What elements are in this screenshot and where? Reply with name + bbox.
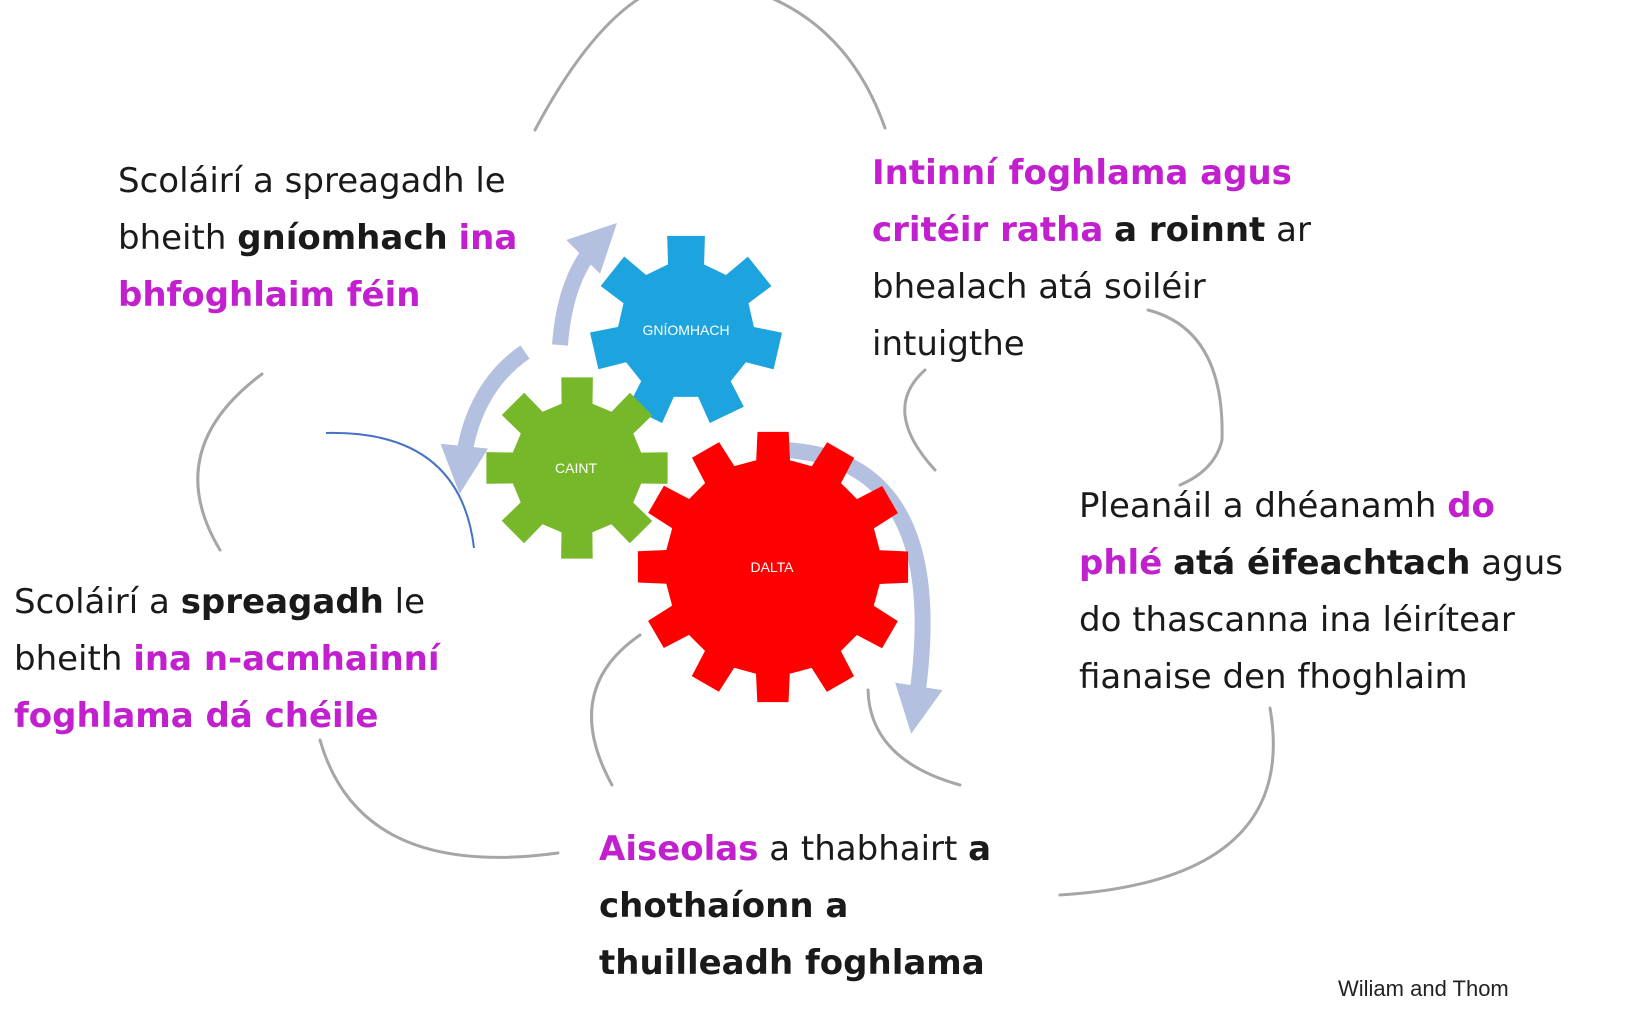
citation-credit: Wiliam and Thom — [1338, 976, 1509, 1001]
gear-gniomhach — [590, 235, 782, 423]
top-right-bold: a roinnt — [1114, 210, 1266, 250]
right-line-4: fianaise den fhoghlaim — [1079, 657, 1468, 697]
left-line-3: foghlama dá chéile — [14, 696, 379, 736]
left-bold: spreagadh — [180, 582, 384, 622]
top-right-line-2: critéir ratha a roinnt ar — [872, 202, 1311, 259]
text-block-right: Pleanáil a dhéanamh do phlé atá éifeacht… — [1079, 478, 1563, 706]
top-left-bold: gníomhach — [237, 218, 448, 258]
cloud-arc-inner-right — [903, 368, 937, 472]
top-left-text: bheith — [118, 218, 238, 258]
top-left-magenta: ina — [458, 218, 518, 258]
cloud-arc-right-bottom — [1058, 706, 1275, 897]
right-magenta-1: do — [1447, 486, 1495, 526]
bottom-magenta: Aiseolas — [599, 829, 759, 869]
left-line-1: Scoláirí a spreagadh le — [14, 574, 440, 631]
right-line-1: Pleanáil a dhéanamh do — [1079, 478, 1563, 535]
right-bold: atá éifeachtach — [1173, 543, 1471, 583]
text-block-top-left: Scoláirí a spreagadh le bheith gníomhach… — [118, 153, 517, 324]
bottom-bold: a — [968, 829, 992, 869]
bottom-line-3: thuilleadh foghlama — [599, 943, 985, 983]
left-text: Scoláirí a — [14, 582, 181, 622]
bottom-text: a thabhairt — [758, 829, 969, 869]
text-block-left: Scoláirí a spreagadh le bheith ina n-acm… — [14, 574, 440, 745]
gear-gniomhach-label: GNÍOMHACH — [642, 322, 729, 338]
text-block-top-right: Intinní foghlama agus critéir ratha a ro… — [872, 145, 1311, 373]
cloud-arc-center-bottom-right — [866, 688, 962, 787]
gear-caint — [486, 377, 668, 559]
cloud-arc-left — [196, 372, 264, 552]
bottom-line-1: Aiseolas a thabhairt a — [599, 821, 991, 878]
right-magenta-2: phlé — [1079, 543, 1163, 583]
bottom-line-2: chothaíonn a — [599, 886, 849, 926]
left-line-2: bheith ina n-acmhainní — [14, 631, 440, 688]
left-magenta: ina n-acmhainní — [133, 639, 440, 679]
cloud-arc-bottom-left — [318, 738, 560, 859]
right-text-2: agus — [1470, 543, 1563, 583]
right-line-2: phlé atá éifeachtach agus — [1079, 535, 1563, 592]
top-right-line-1: Intinní foghlama agus — [872, 153, 1292, 193]
top-left-line-2: bheith gníomhach ina — [118, 210, 517, 267]
right-text: Pleanáil a dhéanamh — [1079, 486, 1448, 526]
cloud-arc-center-bottom-left — [590, 633, 642, 787]
arrow-to-gniomhach — [552, 223, 617, 346]
top-left-line-3: bhfoghlaim féin — [118, 275, 421, 315]
top-right-line-4: intuigthe — [872, 324, 1025, 364]
top-right-text: ar — [1265, 210, 1311, 250]
right-line-3: do thascanna ina léirítear — [1079, 600, 1515, 640]
accent-arc — [325, 431, 475, 549]
cloud-arc-upper-right — [1146, 308, 1224, 487]
left-text-2: le — [383, 582, 426, 622]
left-text-3: bheith — [14, 639, 134, 679]
top-right-magenta: critéir ratha — [872, 210, 1104, 250]
top-left-line-1: Scoláirí a spreagadh le — [118, 161, 506, 201]
gear-caint-label: CAINT — [555, 460, 597, 476]
gear-dalta — [637, 431, 909, 703]
top-right-line-3: bhealach atá soiléir — [872, 267, 1206, 307]
gear-dalta-label: DALTA — [750, 559, 794, 575]
cloud-arc-top — [533, 0, 887, 132]
text-block-bottom: Aiseolas a thabhairt a chothaíonn a thui… — [599, 821, 991, 992]
arrow-to-caint — [440, 345, 530, 494]
